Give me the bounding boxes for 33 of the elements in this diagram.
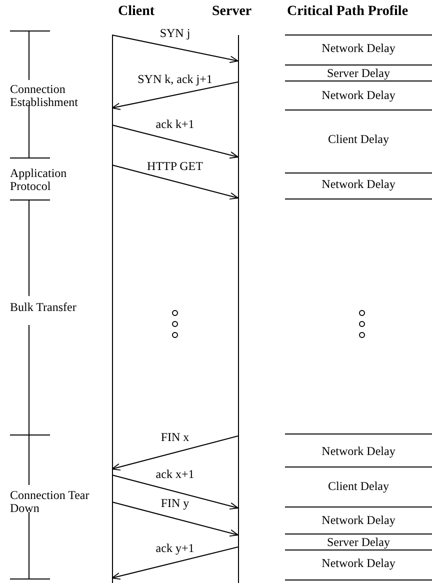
edge-label: ack y+1: [154, 542, 196, 555]
edge-label: FIN y: [158, 497, 192, 510]
message-arrow: [112, 474, 238, 510]
delay-label: Server Delay: [326, 67, 391, 80]
phase-label: Bulk Transfer: [10, 301, 78, 314]
delay-label: Server Delay: [326, 536, 391, 549]
edge-label: ack k+1: [154, 118, 196, 131]
delay-label: Network Delay: [320, 42, 396, 55]
message-arrow: [112, 435, 238, 471]
message-arrow: [112, 124, 238, 159]
column-header: Critical Path Profile: [287, 4, 408, 20]
edge-label: SYN k, ack j+1: [136, 73, 214, 86]
delay-label: Network Delay: [320, 514, 396, 527]
delay-label: Network Delay: [320, 89, 396, 102]
phase-label: Connection Tear Down: [10, 489, 90, 515]
delay-label: Network Delay: [320, 178, 396, 191]
phase-label: Application Protocol: [10, 167, 68, 193]
edge-label: HTTP GET: [145, 160, 205, 173]
delay-label: Client Delay: [327, 133, 390, 146]
edge-label: FIN x: [158, 431, 192, 444]
delay-label: Network Delay: [320, 557, 396, 570]
edge-label: ack x+1: [154, 468, 196, 481]
message-arrow: [112, 34, 238, 63]
delay-label: Client Delay: [327, 480, 390, 493]
column-header: Client: [118, 4, 155, 20]
edge-label: SYN j: [158, 27, 192, 40]
message-arrow: [112, 81, 238, 110]
message-arrow: [112, 546, 238, 580]
message-arrow: [112, 501, 238, 537]
message-arrow: [112, 164, 238, 200]
delay-label: Network Delay: [320, 445, 396, 458]
phase-label: Connection Establishment: [10, 83, 79, 109]
column-header: Server: [212, 4, 252, 20]
